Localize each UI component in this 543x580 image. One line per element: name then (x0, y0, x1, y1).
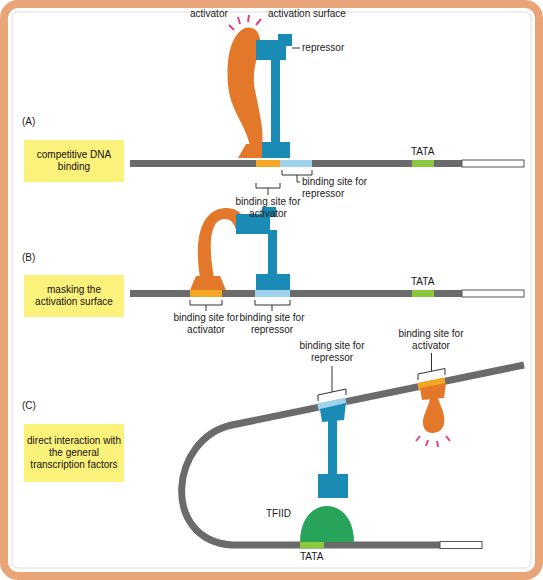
box-text: direct interaction with the general tran… (27, 435, 121, 471)
dna-end (462, 290, 524, 297)
repressor-site (280, 160, 312, 167)
site-bracket (190, 300, 222, 311)
tata-box (412, 160, 434, 167)
panel-letter: (A) (22, 116, 35, 128)
box-text: competitive DNA binding (27, 149, 121, 173)
repressor-foot (320, 403, 346, 422)
dna-loop (182, 365, 524, 545)
activation-marks (416, 436, 450, 447)
tfiid-dome (300, 506, 354, 542)
inner-frame (12, 12, 531, 568)
site-label: binding site for activator (170, 312, 242, 336)
tata-label: TATA (411, 276, 434, 288)
panel-letter: (C) (22, 400, 36, 412)
dna-strand (130, 160, 462, 167)
tfiid-factor: TFIID (300, 498, 354, 542)
dna-end (462, 160, 524, 167)
mechanism-box: direct interaction with the general tran… (24, 424, 124, 482)
site-label: binding site for activator (395, 328, 467, 352)
repressor-stalk (328, 420, 337, 476)
tata-label: TATA (411, 146, 434, 158)
repressor-site (255, 290, 290, 297)
leader-line (292, 48, 300, 49)
repressor-stalk (271, 58, 280, 144)
protein-label: repressor (302, 42, 344, 54)
site-bracket (318, 366, 346, 401)
box-text: masking the activation surface (27, 284, 121, 308)
activator-site (256, 160, 282, 167)
site-bracket (256, 183, 280, 195)
site-bracket (418, 353, 445, 380)
repressor-foot (262, 142, 290, 158)
site-bracket (255, 300, 290, 311)
dna-strand (130, 290, 462, 297)
site-label: binding site for activator (232, 196, 304, 220)
mechanism-box: masking the activation surface (24, 275, 124, 317)
tata-box (412, 290, 434, 297)
repressor-nub (278, 34, 292, 46)
outer-frame (4, 4, 539, 576)
surface-label: activation surface (268, 8, 346, 20)
repressor-foot (256, 274, 290, 290)
site-label: binding site for repressor (296, 340, 368, 364)
activator-foot (420, 383, 446, 400)
activator-site (190, 290, 222, 297)
site-label: binding site for repressor (236, 312, 308, 336)
tata-label: TATA (300, 551, 323, 563)
factor-name: TFIID (266, 508, 291, 520)
repressor-stalk (268, 230, 277, 276)
tfiid-shape (300, 498, 354, 542)
tata-box (300, 542, 324, 549)
panel-letter: (B) (22, 252, 35, 264)
activator-protein (423, 398, 445, 433)
activation-marks (229, 15, 261, 30)
mechanism-box: competitive DNA binding (24, 140, 124, 182)
dna-end (440, 542, 482, 549)
site-label: binding site for repressor (302, 176, 377, 200)
activator-foot (190, 276, 226, 290)
protein-label: activator (190, 8, 228, 20)
repressor-head (318, 474, 348, 498)
